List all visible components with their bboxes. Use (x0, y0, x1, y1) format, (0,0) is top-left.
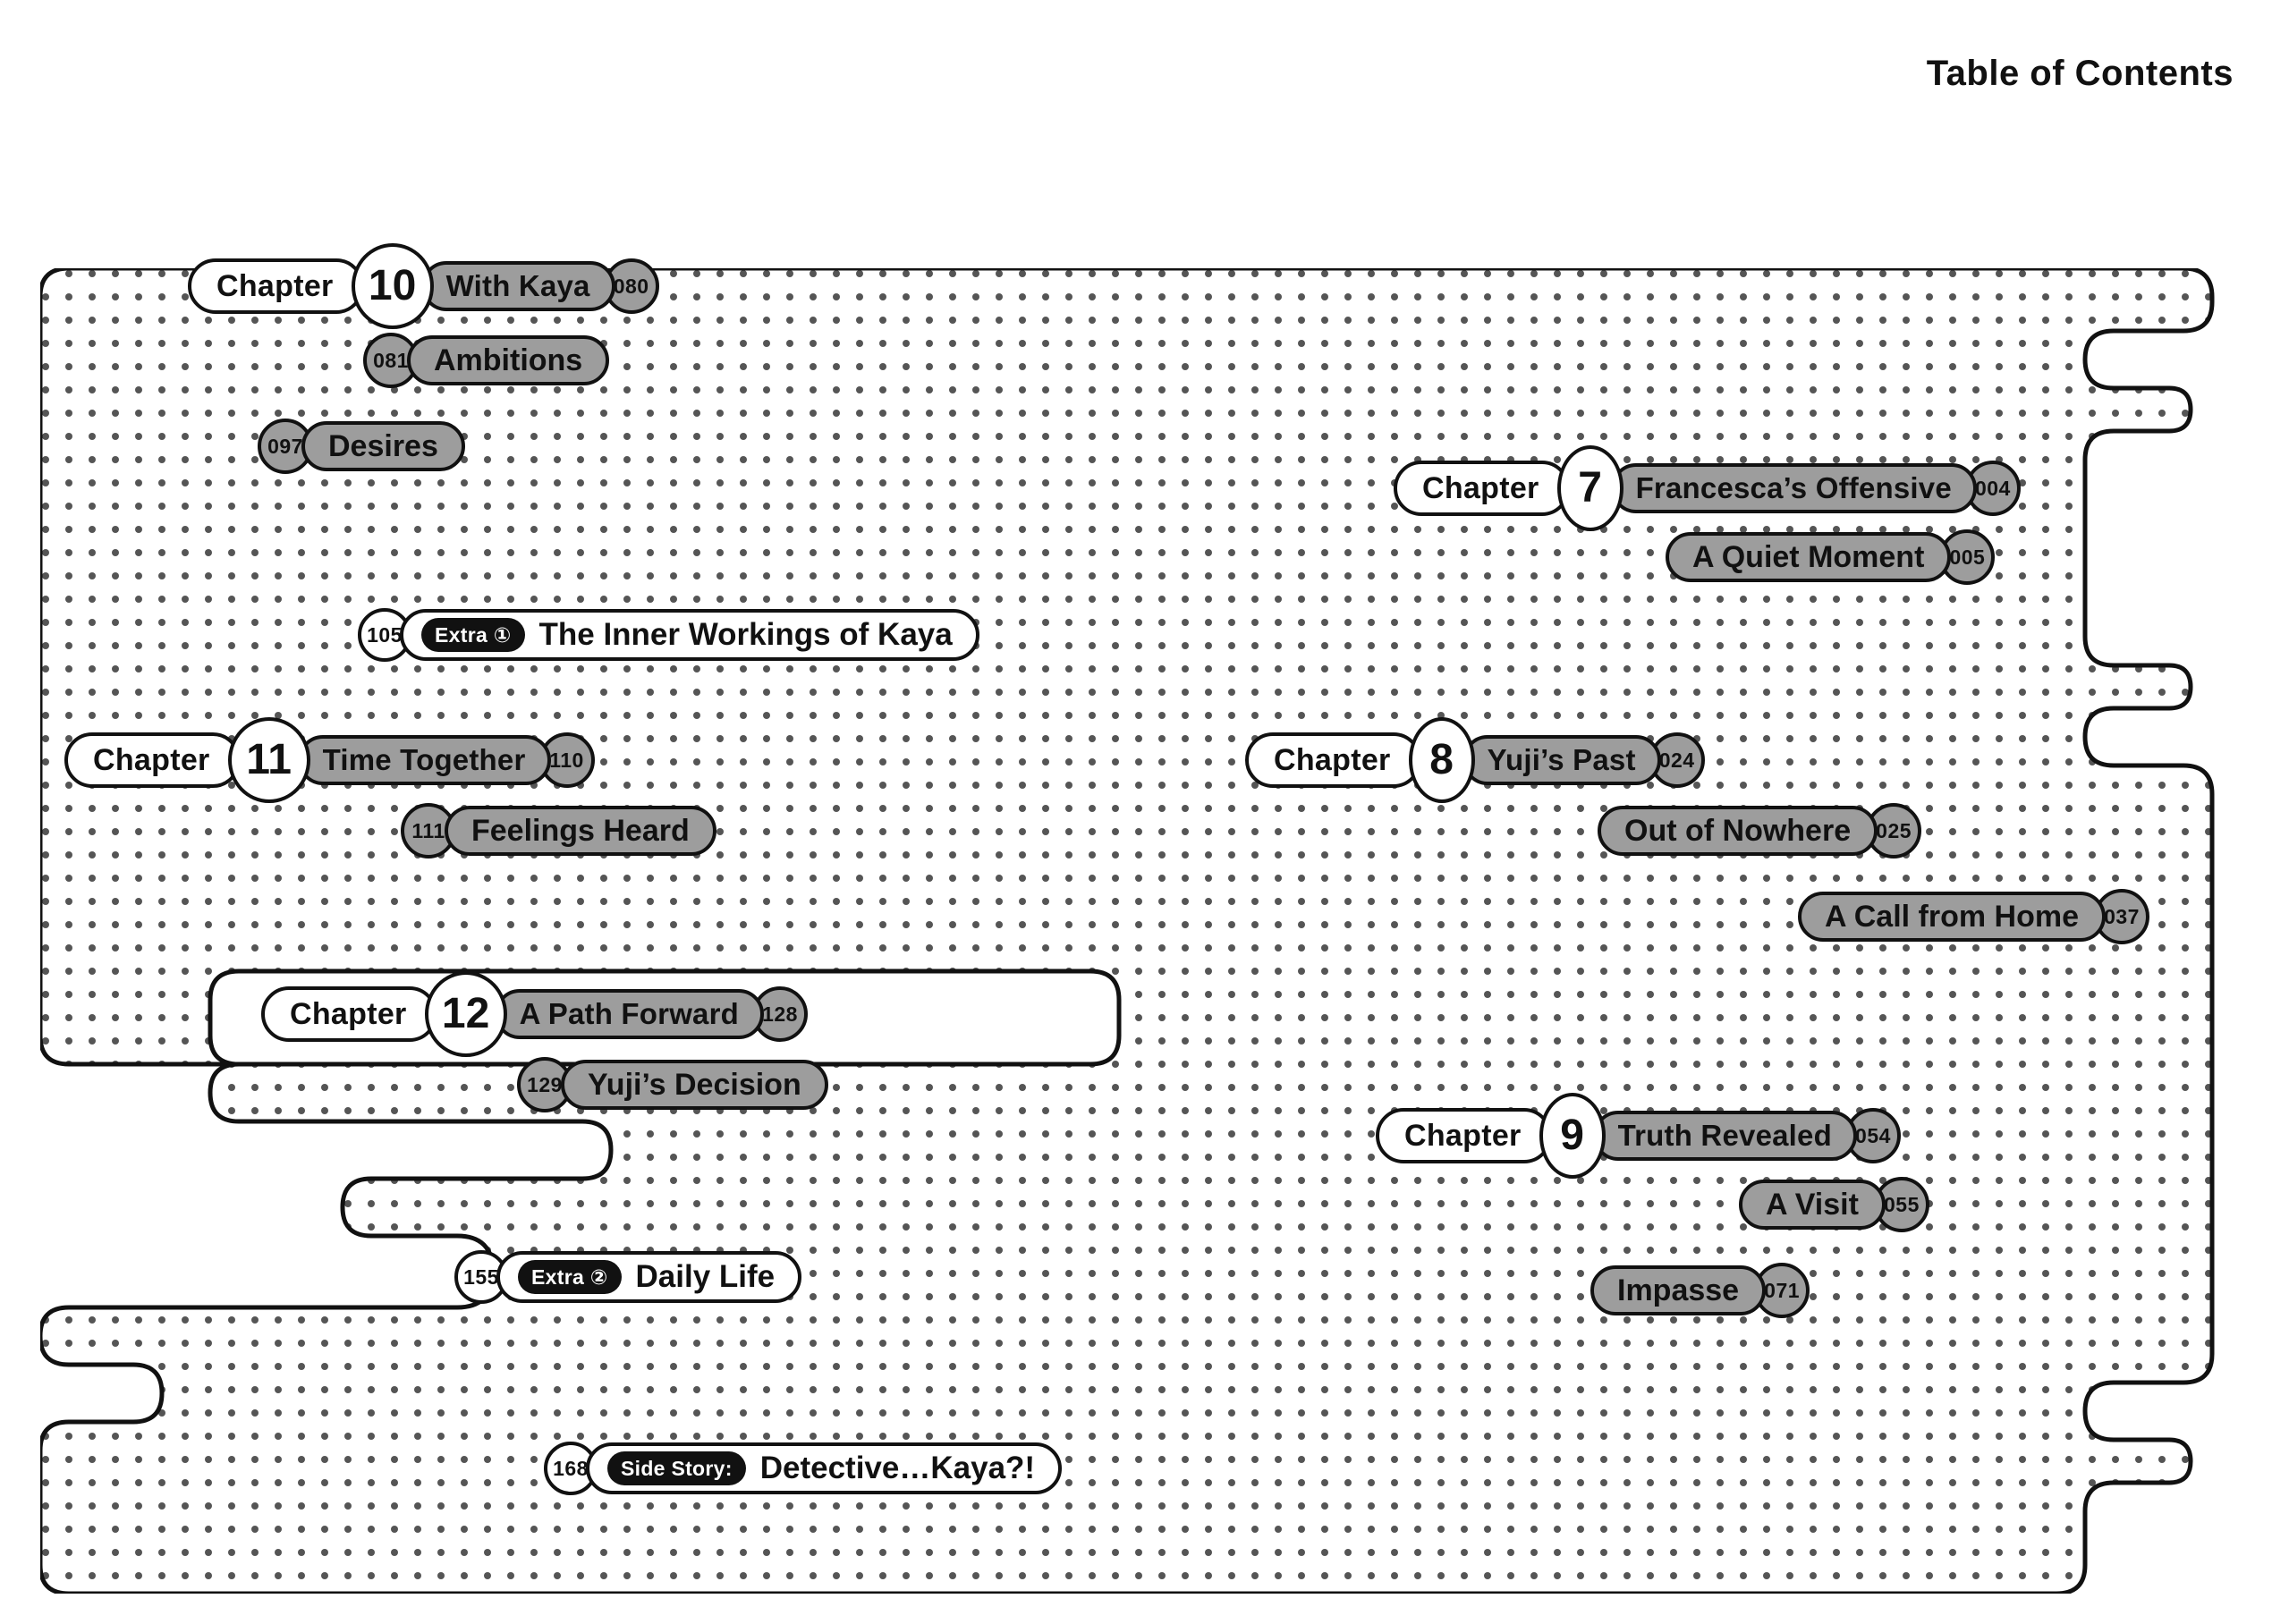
extra-badge: Extra ② (518, 1260, 622, 1294)
section-title: Feelings Heard (445, 806, 716, 856)
toc-entry-chapter-9[interactable]: Chapter 9 Truth Revealed 054 (1376, 1093, 1901, 1179)
section-title: A Quiet Moment (1666, 532, 1952, 582)
extra-title: The Inner Workings of Kaya (538, 617, 953, 652)
side-story-badge: Side Story: (607, 1451, 746, 1485)
chapter-title: A Path Forward (494, 989, 765, 1039)
side-story-title: Detective…Kaya?! (759, 1451, 1036, 1485)
toc-entry-chapter-8[interactable]: Chapter 8 Yuji’s Past 024 (1245, 717, 1705, 803)
chapter-number: 9 (1539, 1093, 1606, 1179)
chapter-title: Time Together (297, 735, 551, 785)
toc-entry-desires[interactable]: 097 Desires (258, 419, 465, 474)
toc-entry-a-quiet-moment[interactable]: A Quiet Moment 005 (1666, 529, 1996, 585)
section-title: A Visit (1739, 1180, 1886, 1230)
toc-entry-a-visit[interactable]: A Visit 055 (1739, 1177, 1929, 1232)
chapter-number: 7 (1556, 445, 1623, 531)
extra-entry: Extra ② Daily Life (496, 1251, 802, 1303)
page-number: 055 (1873, 1177, 1929, 1232)
toc-entry-yujis-decision[interactable]: 129 Yuji’s Decision (517, 1057, 828, 1112)
chapter-number: 10 (351, 243, 434, 329)
chapter-number: 12 (424, 971, 507, 1057)
chapter-number: 8 (1408, 717, 1475, 803)
page-number: 168 (544, 1442, 598, 1495)
chapter-title: Yuji’s Past (1462, 735, 1661, 785)
toc-entry-chapter-11[interactable]: Chapter 11 Time Together 110 (64, 717, 595, 803)
toc-entry-feelings-heard[interactable]: 111 Feelings Heard (401, 803, 716, 859)
page-title: Table of Contents (1926, 54, 2234, 93)
section-title: Desires (301, 421, 465, 471)
page-number: 005 (1939, 529, 1996, 585)
chapter-title: Francesca’s Offensive (1610, 463, 1977, 513)
page-number: 081 (363, 333, 419, 388)
chapter-label: Chapter (1376, 1108, 1552, 1163)
toc-entry-chapter-7[interactable]: Chapter 7 Francesca’s Offensive 004 (1394, 445, 2021, 531)
chapter-title: Truth Revealed (1592, 1111, 1857, 1161)
side-story-entry: Side Story: Detective…Kaya?! (586, 1442, 1063, 1494)
extra-title: Daily Life (635, 1259, 776, 1294)
section-title: Yuji’s Decision (561, 1060, 828, 1110)
toc-entry-extra-1[interactable]: 105 Extra ① The Inner Workings of Kaya (358, 608, 979, 662)
toc-entry-impasse[interactable]: Impasse 071 (1590, 1263, 1810, 1318)
section-title: Ambitions (407, 335, 610, 385)
chapter-title: With Kaya (420, 261, 615, 311)
toc-entry-ambitions[interactable]: 081 Ambitions (363, 333, 610, 388)
toc-entry-side-story[interactable]: 168 Side Story: Detective…Kaya?! (544, 1442, 1063, 1495)
toc-entry-chapter-10[interactable]: Chapter 10 With Kaya 080 (188, 243, 659, 329)
toc-entry-chapter-12[interactable]: Chapter 12 A Path Forward 128 (261, 971, 809, 1057)
page-number: 097 (258, 419, 313, 474)
chapter-label: Chapter (188, 258, 364, 314)
chapter-label: Chapter (261, 986, 437, 1042)
extra-entry: Extra ① The Inner Workings of Kaya (400, 609, 979, 661)
extra-badge: Extra ① (421, 618, 525, 652)
toc-entry-extra-2[interactable]: 155 Extra ② Daily Life (454, 1250, 802, 1304)
page-number: 128 (752, 986, 809, 1042)
section-title: A Call from Home (1798, 892, 2107, 942)
toc-entry-a-call-from-home[interactable]: A Call from Home 037 (1798, 889, 2150, 944)
chapter-label: Chapter (1245, 732, 1421, 788)
chapter-number: 11 (227, 717, 310, 803)
chapter-label: Chapter (64, 732, 241, 788)
section-title: Impasse (1590, 1265, 1767, 1315)
chapter-label: Chapter (1394, 461, 1570, 516)
toc-entry-out-of-nowhere[interactable]: Out of Nowhere 025 (1598, 803, 1922, 859)
section-title: Out of Nowhere (1598, 806, 1878, 856)
